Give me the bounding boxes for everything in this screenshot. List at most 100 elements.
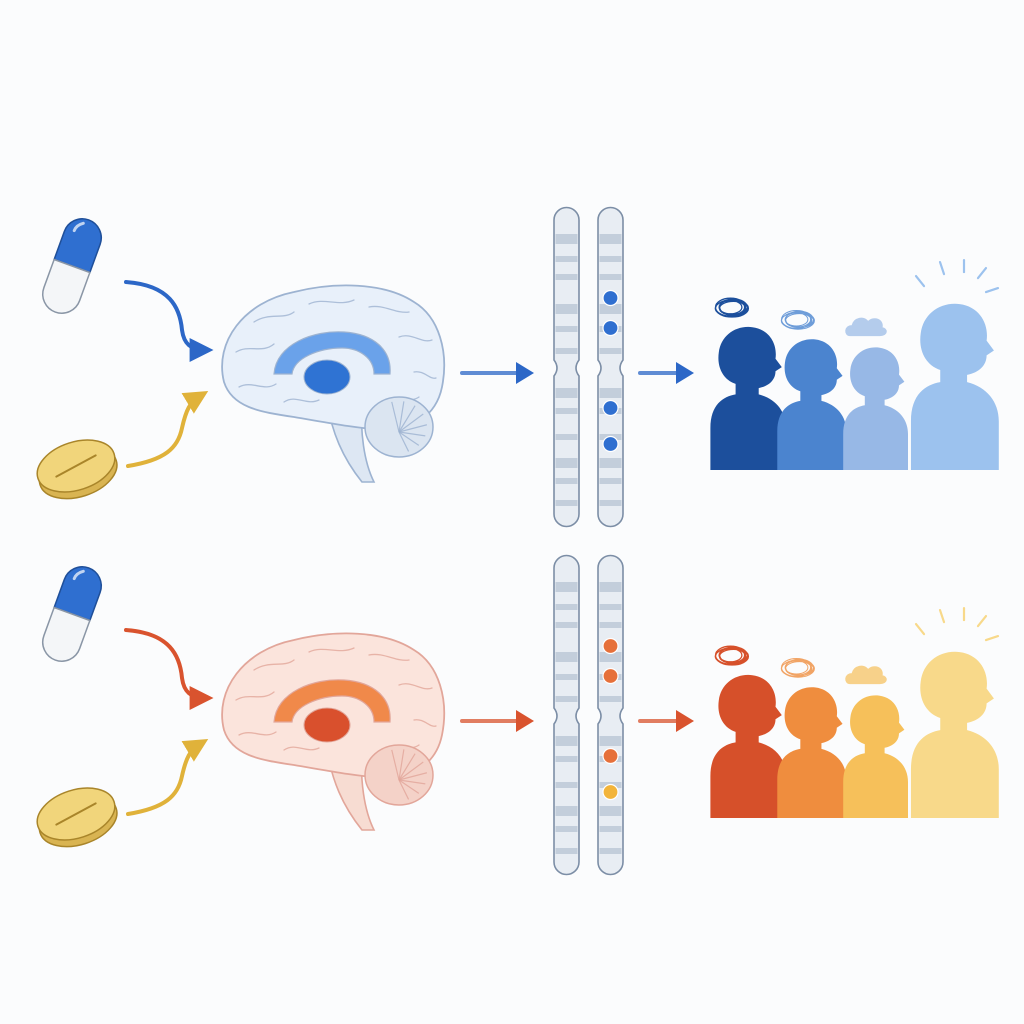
chromosome <box>597 554 624 876</box>
gene-variant-marker <box>602 783 619 801</box>
chromosome-band <box>599 348 622 354</box>
cerebellum-icon <box>364 744 434 806</box>
chromosome-band <box>555 326 578 332</box>
tablet-icon <box>36 787 118 848</box>
brain-fold <box>283 398 320 403</box>
limbic-core <box>303 707 351 743</box>
chromosome-pair-icon <box>553 206 624 528</box>
chromosome-band <box>555 782 578 788</box>
chromosome <box>553 554 580 876</box>
capsule-top <box>53 218 103 274</box>
chromosome-band <box>555 806 578 816</box>
chromosome-band <box>599 458 622 468</box>
radiance-ray <box>938 608 946 624</box>
person-body <box>777 339 847 470</box>
chromosome-band <box>599 388 622 398</box>
cerebellum <box>364 396 434 458</box>
arrow-head <box>516 710 534 732</box>
capsule-highlight <box>72 569 85 581</box>
person-silhouette-icon <box>777 687 847 818</box>
capsule-highlight <box>72 221 85 233</box>
chromosome-band <box>599 604 622 610</box>
outcome-figure <box>843 665 908 818</box>
brain-fold <box>253 659 295 671</box>
cloud-shape <box>845 665 887 685</box>
person-body <box>777 687 847 818</box>
radiance-icon <box>914 258 1000 294</box>
gene-variant-marker <box>602 319 619 337</box>
chromosome-band <box>599 806 622 816</box>
cerebellum-icon <box>364 396 434 458</box>
radiance-ray <box>984 286 1000 294</box>
radiance-ray <box>976 614 988 628</box>
cerebellum-branch <box>398 753 416 781</box>
chromosome-band <box>555 434 578 440</box>
chromosome-band <box>555 604 578 610</box>
chromosome-band <box>599 848 622 854</box>
light-scribble-cloud-icon <box>780 309 815 330</box>
person-silhouette-icon <box>843 347 908 470</box>
drug-to-brain-arrow <box>124 280 214 362</box>
chromosome-band <box>599 582 622 592</box>
chromosome-band <box>555 348 578 354</box>
person-silhouette-icon <box>910 303 999 470</box>
radiance-ray <box>914 622 926 636</box>
outcome-figure <box>910 258 1000 470</box>
cerebellum-branch <box>391 749 400 781</box>
outcome-figure <box>710 645 786 818</box>
row-blue <box>36 206 1000 528</box>
scribble-loops <box>780 657 815 678</box>
brain-fold <box>398 683 433 690</box>
chromosome-band <box>555 256 578 262</box>
person-silhouette-icon <box>910 651 999 818</box>
chromosome-band <box>555 458 578 468</box>
brain-fold <box>235 343 275 353</box>
chromosome-band <box>599 256 622 262</box>
cerebellum-branch <box>398 779 426 785</box>
chromosome-band <box>599 736 622 746</box>
gene-variant-marker <box>602 435 619 453</box>
brain-icon <box>221 632 446 831</box>
chromosome-band <box>555 500 578 506</box>
chromosome <box>597 206 624 528</box>
outcome-figure <box>910 606 1000 818</box>
radiance-ray <box>984 634 1000 642</box>
cerebellum <box>364 744 434 806</box>
scribble-cloud-icon <box>714 645 750 666</box>
arrow-head <box>516 362 534 384</box>
chromosome <box>553 206 580 528</box>
chromosome-band <box>599 304 622 314</box>
brain-to-gene-arrow <box>460 362 534 384</box>
brain-fold <box>238 383 277 388</box>
outcome-figure <box>777 309 847 470</box>
gene-variant-marker <box>602 289 619 307</box>
cerebellum-branch <box>391 401 400 433</box>
small-cloud-icon <box>845 665 887 685</box>
gene-to-outcome-arrow <box>638 362 694 384</box>
chromosome-band <box>599 696 622 702</box>
chromosome-band <box>555 622 578 628</box>
person-silhouette-icon <box>710 326 786 470</box>
brain-fold <box>238 731 277 736</box>
brain-fold <box>235 691 275 701</box>
cerebellum-branch <box>398 761 424 781</box>
radiance-ray <box>976 266 988 280</box>
drug-to-brain-arrow <box>126 739 209 816</box>
brain-fold <box>413 371 437 379</box>
brain-fold <box>283 746 320 751</box>
chromosome-band <box>599 826 622 832</box>
limbic-arc <box>273 331 391 375</box>
capsule-bottom <box>41 258 91 314</box>
chromosome-band <box>555 674 578 680</box>
brain-fold <box>368 653 410 661</box>
gene-variant-marker <box>602 747 619 765</box>
chromosome-band <box>555 304 578 314</box>
brain-to-gene-arrow <box>460 710 534 732</box>
chromosome-pair-icon <box>553 554 624 876</box>
small-cloud-icon <box>845 317 887 337</box>
chromosome-band <box>555 696 578 702</box>
cerebellum-branch <box>398 431 410 452</box>
outcome-figure <box>777 657 847 818</box>
tablet-score-line <box>55 802 97 826</box>
